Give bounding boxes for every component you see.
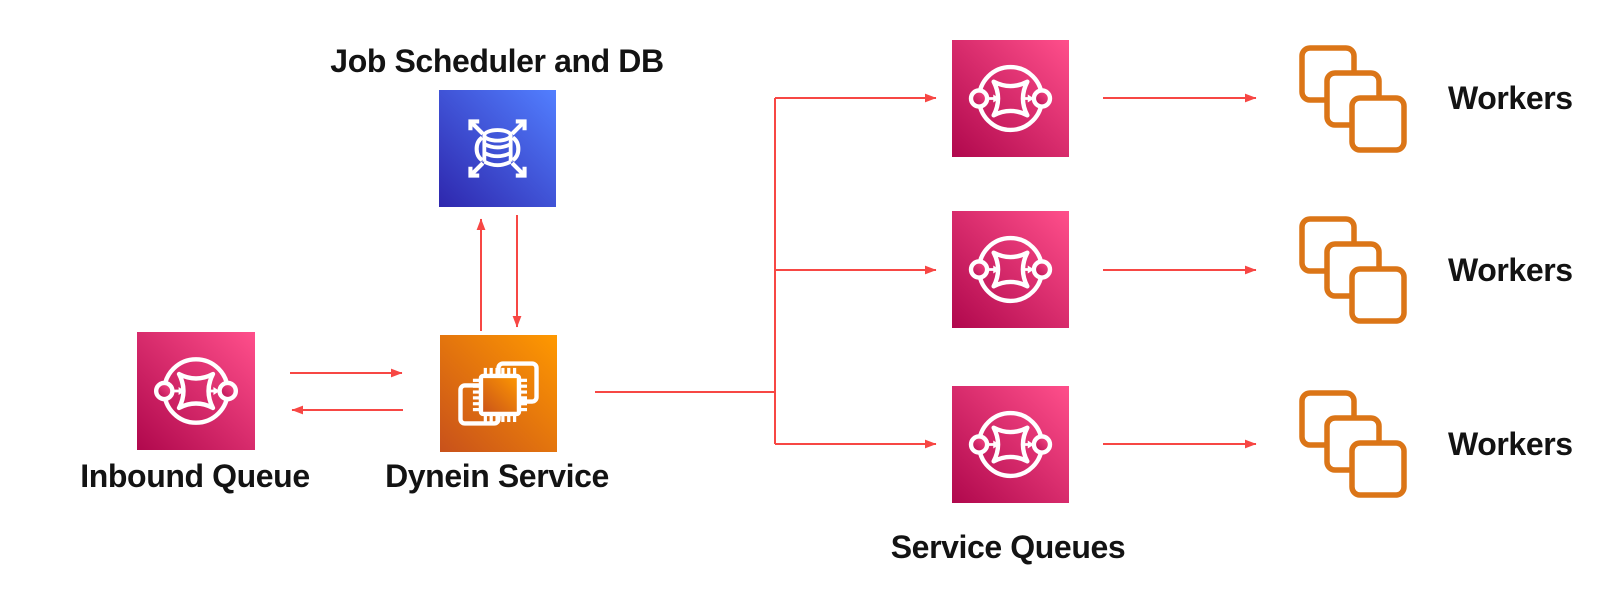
inbound-queue-label: Inbound Queue bbox=[80, 458, 310, 494]
compute-icon bbox=[440, 335, 557, 452]
service-queue-1-icon bbox=[952, 40, 1069, 157]
inbound-queue-icon bbox=[137, 332, 255, 450]
service-queue-2-icon bbox=[952, 211, 1069, 328]
workers-3-label: Workers bbox=[1448, 426, 1573, 462]
job-scheduler-label: Job Scheduler and DB bbox=[330, 43, 664, 79]
service-queues-label: Service Queues bbox=[890, 529, 1126, 565]
dynein-service-label: Dynein Service bbox=[385, 458, 609, 494]
service-queue-3-icon bbox=[952, 386, 1069, 503]
dynamodb-icon bbox=[439, 90, 556, 207]
workers-2-label: Workers bbox=[1448, 252, 1573, 288]
workers-1-icon bbox=[1298, 44, 1408, 154]
workers-1-label: Workers bbox=[1448, 80, 1573, 116]
workers-2-icon bbox=[1298, 215, 1408, 325]
workers-3-icon bbox=[1298, 389, 1408, 499]
